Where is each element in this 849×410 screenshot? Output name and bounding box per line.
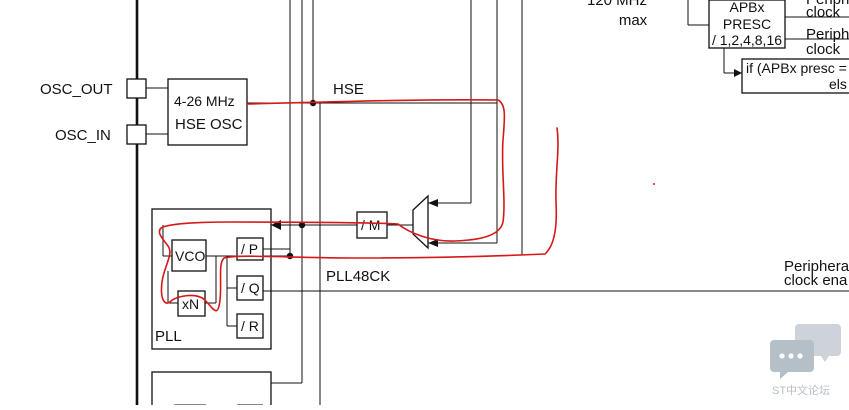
prescaler-m-label: / M bbox=[361, 217, 380, 233]
apbx-presc-line2: PRESC bbox=[723, 16, 771, 32]
div-r-label: / R bbox=[241, 318, 259, 334]
periph-clock-2-line2: clock bbox=[806, 41, 841, 58]
pin-osc-in bbox=[126, 124, 168, 145]
m-junction-dot bbox=[298, 221, 306, 229]
osc-in-label: OSC_IN bbox=[55, 127, 111, 144]
mux-input-arrow-hse bbox=[428, 199, 438, 207]
periph-enable-line1: Periphera bbox=[784, 258, 849, 275]
max-freq-line2: max bbox=[619, 12, 648, 29]
div-r-block bbox=[236, 313, 264, 339]
watermark-logo: ST中文论坛 bbox=[770, 324, 841, 397]
routing-lines bbox=[289, 0, 523, 405]
apbx-condition-arrow bbox=[734, 69, 742, 77]
apbx-condition-block bbox=[741, 58, 849, 94]
chat-bubble-icon bbox=[770, 340, 814, 379]
div-q-block bbox=[236, 275, 264, 301]
red-annotation-loop bbox=[158, 99, 655, 312]
apbx-condition-line2: els bbox=[829, 76, 847, 92]
pin-osc-out bbox=[126, 78, 168, 99]
plli2s-block bbox=[151, 371, 302, 410]
pll-name-label: PLL bbox=[155, 328, 182, 345]
vco-label: VCO bbox=[175, 248, 205, 264]
periph-clock-2-line1: Periph bbox=[806, 26, 849, 43]
apbx-presc-line1: APBx bbox=[729, 0, 764, 15]
periph-clock-1-line1: Periphe bbox=[806, 0, 849, 8]
mux-input-arrow-hsi bbox=[428, 239, 438, 247]
max-freq-line1: 120 MHz bbox=[587, 0, 647, 9]
pll-source-mux bbox=[412, 194, 429, 250]
osc-out-label: OSC_OUT bbox=[40, 81, 113, 98]
hse-osc-block bbox=[167, 78, 248, 146]
prescaler-m-block bbox=[356, 211, 388, 239]
watermark-text: ST中文论坛 bbox=[772, 383, 830, 397]
pll-block bbox=[151, 208, 290, 350]
hse-osc-freq: 4-26 MHz bbox=[174, 93, 235, 109]
hse-osc-name: HSE OSC bbox=[175, 116, 243, 133]
hse-label: HSE bbox=[333, 81, 364, 98]
apbx-presc-line3: / 1,2,4,8,16 bbox=[712, 32, 782, 48]
apbx-condition-line1: if (APBx presc = bbox=[746, 60, 847, 76]
apbx-presc-block bbox=[708, 0, 786, 49]
div-p-label: / P bbox=[241, 241, 258, 257]
pll-p-junction-dot bbox=[286, 252, 294, 260]
periph-enable-line2: clock ena bbox=[784, 272, 848, 289]
xn-label: xN bbox=[182, 296, 199, 312]
periph-clock-1-line2: clock bbox=[806, 4, 841, 21]
pll48ck-label: PLL48CK bbox=[326, 268, 390, 285]
div-q-label: / Q bbox=[241, 280, 260, 296]
